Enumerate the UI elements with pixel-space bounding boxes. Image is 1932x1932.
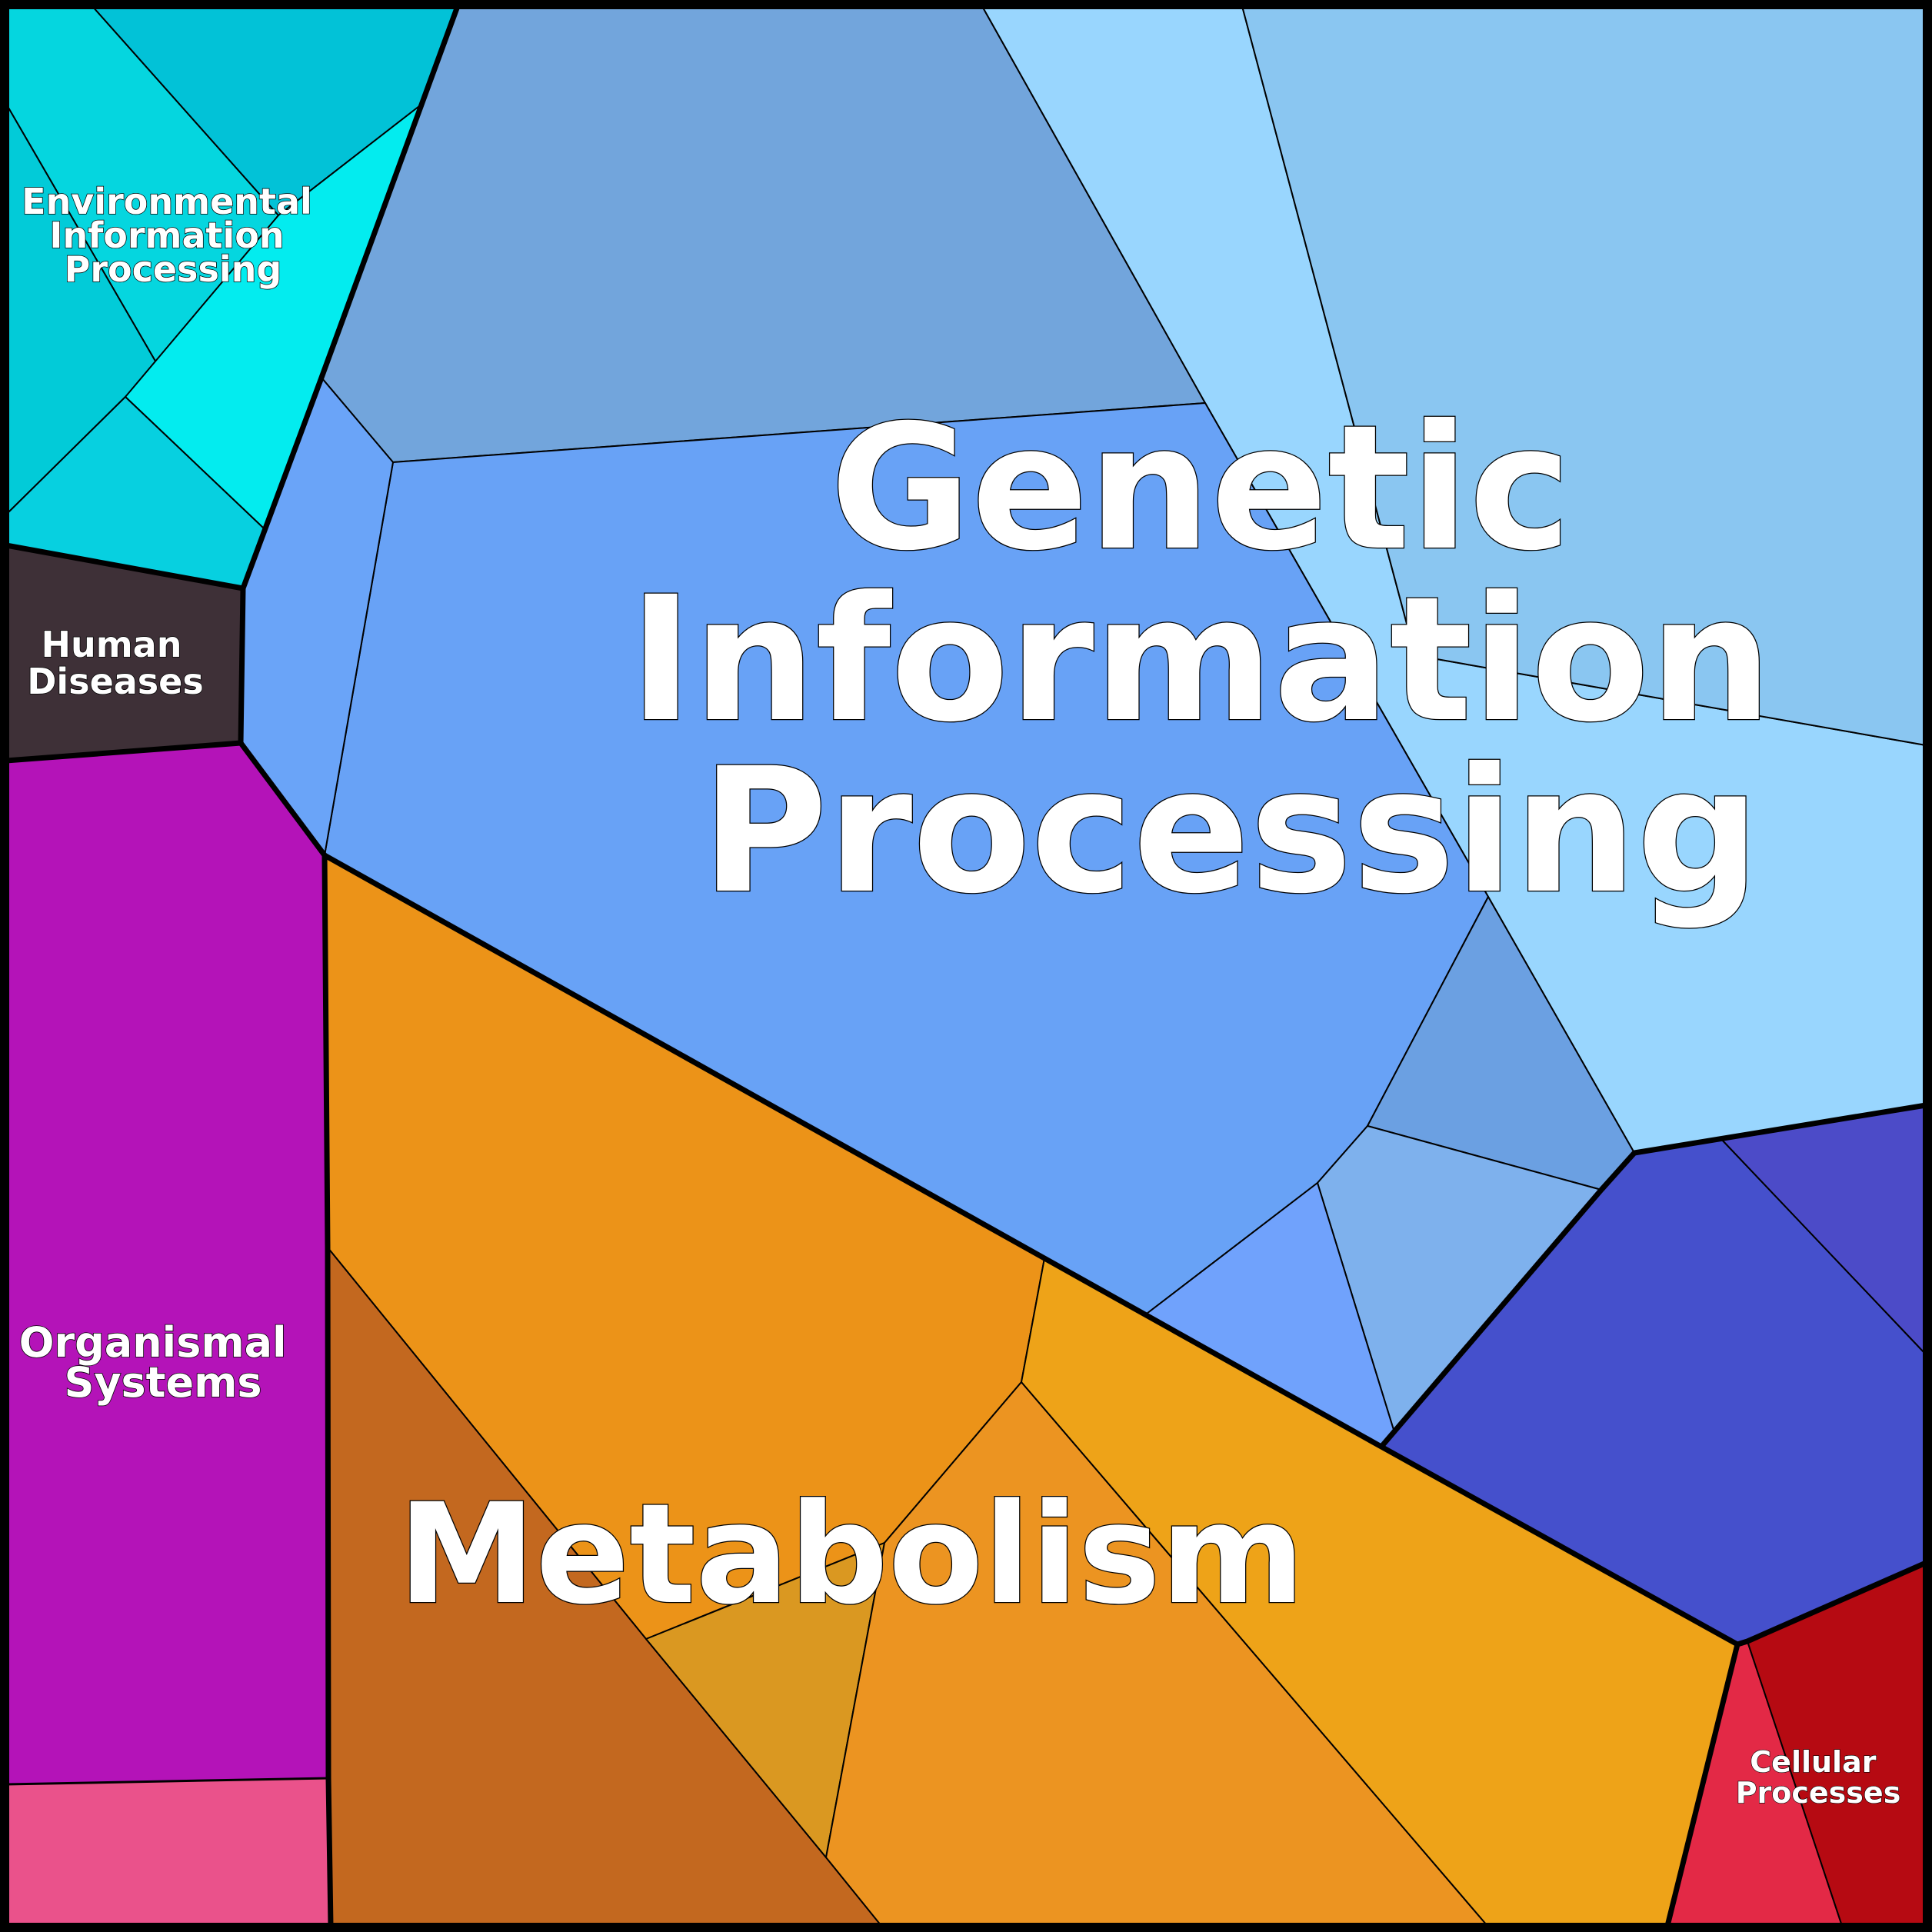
label-metabolism: Metabolism [398, 1474, 1304, 1635]
label-organismal-systems: Organismal Systems [19, 1318, 301, 1407]
label-environmental-line-1: Environmental [22, 181, 312, 222]
label-cellular-line-1: Cellular [1750, 1745, 1876, 1779]
label-environmental-line-2: Information [49, 215, 284, 256]
label-genetic-line-1: Genetic [830, 388, 1571, 588]
label-cellular-processes: Cellular Processes [1736, 1745, 1901, 1810]
group-boundaries [5, 5, 1927, 1927]
boundary-environmental-human [5, 542, 246, 764]
label-metabolism-line-1: Metabolism [398, 1474, 1304, 1635]
boundary-genetic-blue [1379, 1102, 1927, 1449]
label-organismal-line-1: Organismal [19, 1318, 287, 1367]
label-human-diseases: Human Diseases [27, 624, 204, 702]
cell-organismal-1 [5, 742, 329, 1785]
cell-organismal-2 [5, 1777, 331, 1927]
label-human-diseases-line-2: Diseases [27, 661, 204, 702]
group-organismal-systems [5, 742, 331, 1927]
boundary-blue-cellular [1664, 1560, 1927, 1927]
group-metabolism [324, 854, 1738, 1927]
label-genetic-line-2: Information [629, 559, 1772, 760]
label-environmental-information-processing: Environmental Information Processing [22, 181, 325, 290]
group-genetic-information-processing [240, 5, 1927, 1447]
boundary-organismal-pink [5, 1777, 329, 1786]
boundary-organismal-genetic-metabolism [238, 741, 334, 1927]
group-environmental-information-processing [5, 5, 458, 589]
label-organismal-line-2: Systems [64, 1358, 261, 1407]
label-cellular-line-2: Processes [1736, 1776, 1901, 1810]
label-human-diseases-line-1: Human [42, 624, 182, 665]
label-environmental-line-3: Processing [65, 248, 282, 290]
boundary-environmental-genetic [240, 5, 461, 590]
label-genetic-line-3: Processing [701, 731, 1760, 931]
boundary-genetic-metabolism [323, 852, 1739, 1647]
label-genetic-information-processing: Genetic Information Processing [629, 388, 1832, 931]
